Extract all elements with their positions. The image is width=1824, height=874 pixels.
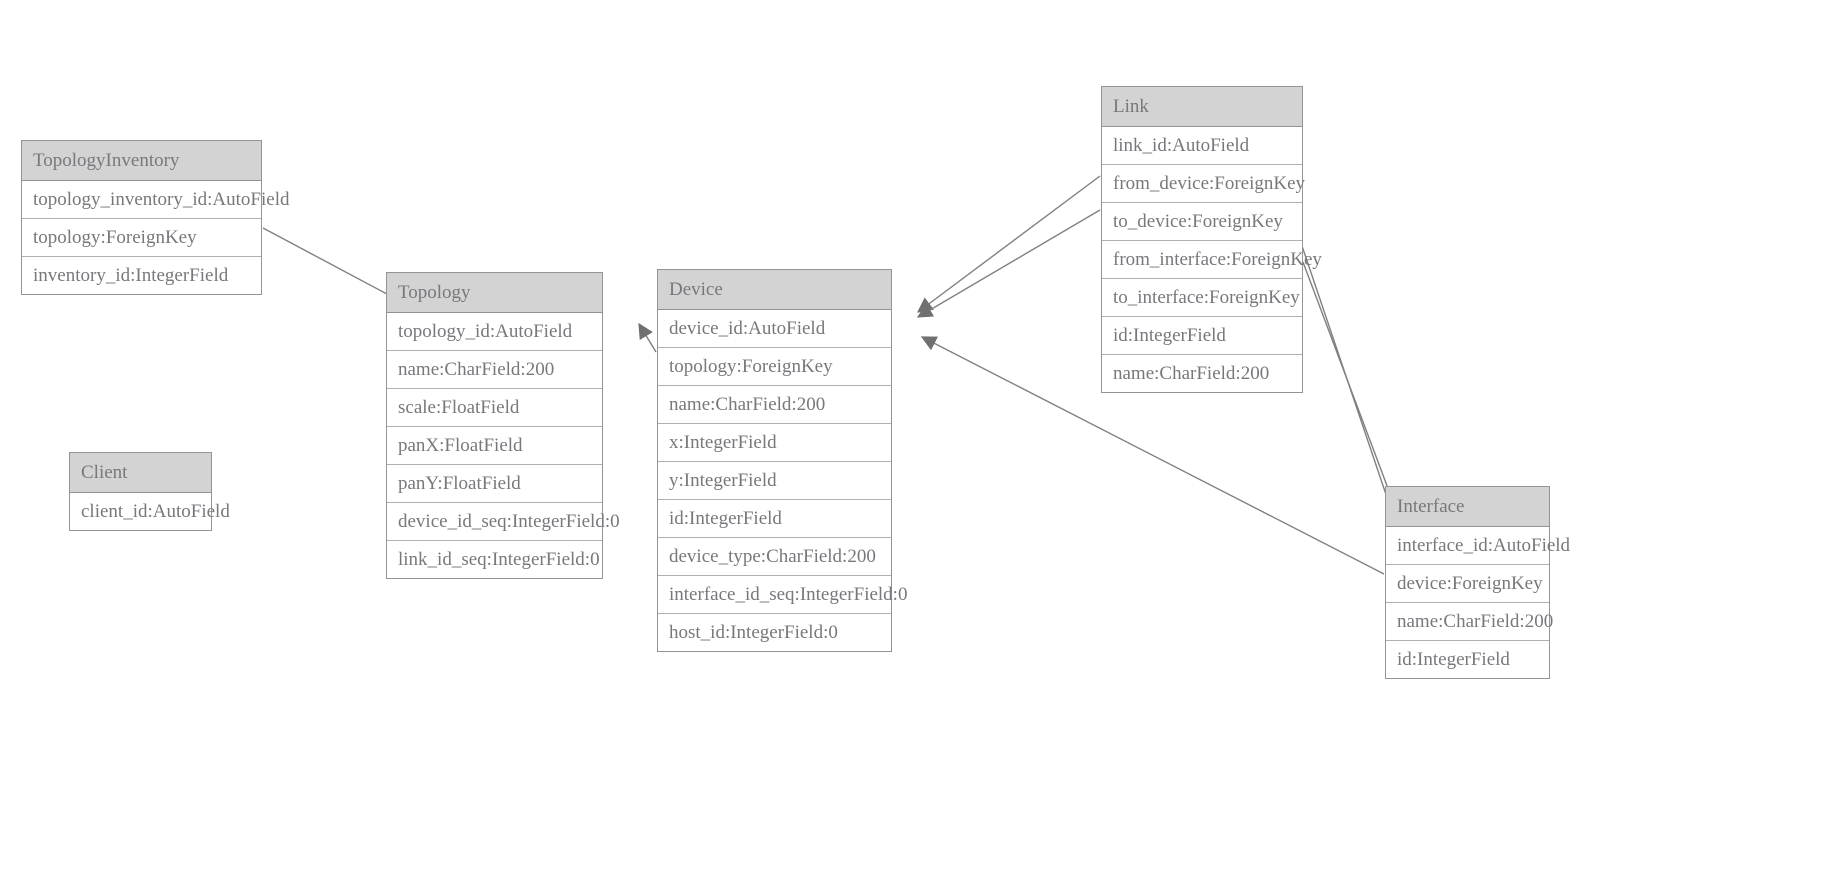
edge-link-from-device bbox=[916, 175, 1101, 313]
entity-field: id:IntegerField bbox=[1397, 649, 1510, 670]
entity-interface[interactable]: Interface interface_id:AutoField device:… bbox=[1385, 486, 1570, 679]
entity-field: link_id_seq:IntegerField:0 bbox=[398, 549, 600, 570]
entity-field: link_id:AutoField bbox=[1102, 127, 1302, 165]
entity-field: name:CharField:200 bbox=[387, 351, 602, 389]
entity-field: scale:FloatField bbox=[387, 389, 602, 427]
entity-title-link: Link bbox=[1102, 87, 1302, 127]
entity-field: id:IntegerField bbox=[1102, 317, 1302, 355]
entity-field: device_id:AutoField bbox=[658, 310, 891, 348]
entity-device[interactable]: Device device_id:AutoField topology:Fore… bbox=[657, 269, 907, 652]
entity-field: topology:ForeignKey bbox=[658, 348, 891, 386]
entity-field: id:IntegerField bbox=[658, 500, 891, 538]
edge-link-to-device bbox=[916, 209, 1101, 318]
entity-field: topology_id:AutoField bbox=[387, 313, 602, 351]
entity-field: topology_inventory_id:AutoField bbox=[22, 181, 290, 219]
entity-field: panX:FloatField bbox=[387, 427, 602, 465]
entity-topologyinventory[interactable]: TopologyInventory topology_inventory_id:… bbox=[21, 140, 290, 295]
entity-field: device_id_seq:IntegerField:0 bbox=[387, 503, 620, 541]
entity-field: name:CharField:200 bbox=[1113, 363, 1270, 384]
entity-title-interface: Interface bbox=[1386, 487, 1549, 527]
entity-field: host_id:IntegerField:0 bbox=[669, 622, 838, 643]
entity-topology[interactable]: Topology topology_id:AutoField name:Char… bbox=[386, 272, 620, 579]
entity-link[interactable]: Link link_id:AutoField from_device:Forei… bbox=[1101, 86, 1322, 393]
entity-field: from_device:ForeignKey bbox=[1102, 165, 1305, 203]
entity-field: interface_id_seq:IntegerField:0 bbox=[658, 576, 907, 614]
entity-field: topology:ForeignKey bbox=[22, 219, 261, 257]
entity-field: name:CharField:200 bbox=[1386, 603, 1553, 641]
edge-device-topology bbox=[638, 322, 657, 353]
edge-link-from-interface bbox=[1300, 242, 1401, 532]
entity-field: to_device:ForeignKey bbox=[1102, 203, 1302, 241]
entity-client[interactable]: Client client_id:AutoField bbox=[69, 452, 230, 531]
entity-title-topology: Topology bbox=[387, 273, 602, 313]
entity-field: x:IntegerField bbox=[658, 424, 891, 462]
entity-field: inventory_id:IntegerField bbox=[33, 265, 229, 286]
entity-field: device_type:CharField:200 bbox=[658, 538, 891, 576]
entity-title-topologyinventory: TopologyInventory bbox=[22, 141, 261, 181]
entity-field: name:CharField:200 bbox=[658, 386, 891, 424]
entity-field: from_interface:ForeignKey bbox=[1102, 241, 1322, 279]
entity-field: interface_id:AutoField bbox=[1386, 527, 1570, 565]
entity-field: y:IntegerField bbox=[658, 462, 891, 500]
entity-field: client_id:AutoField bbox=[81, 501, 230, 522]
entity-field: panY:FloatField bbox=[387, 465, 602, 503]
entity-title-device: Device bbox=[658, 270, 891, 310]
entity-field: device:ForeignKey bbox=[1386, 565, 1549, 603]
entity-field: to_interface:ForeignKey bbox=[1102, 279, 1302, 317]
entity-title-client: Client bbox=[70, 453, 211, 493]
